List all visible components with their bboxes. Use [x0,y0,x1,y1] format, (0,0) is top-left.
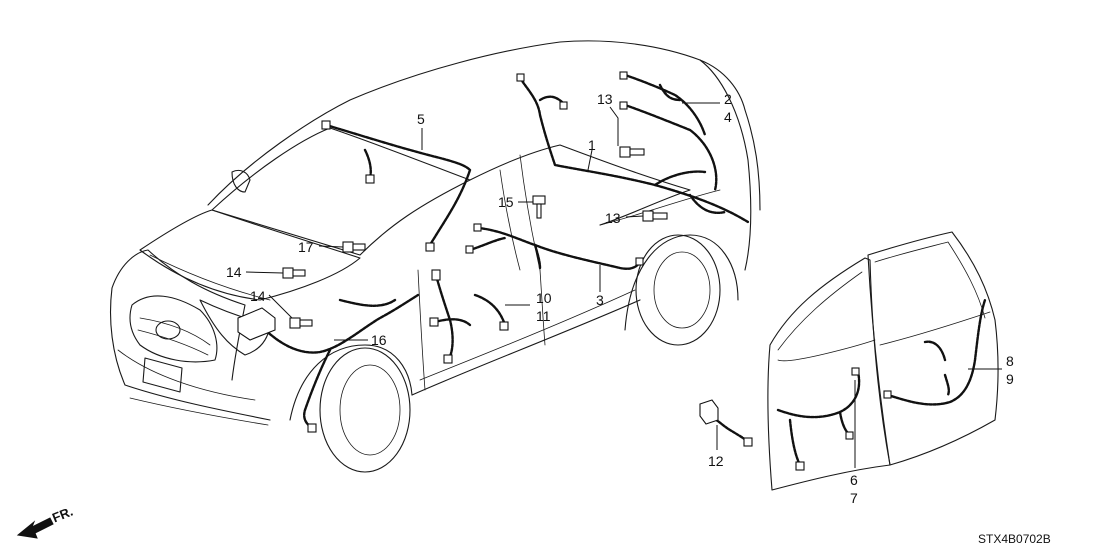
front-label: FR. [50,504,75,526]
callout-6: 6 [850,472,858,488]
diagram-code: STX4B0702B [978,532,1051,546]
callout-1: 1 [588,137,596,153]
bolt-13-lower [642,210,668,222]
callout-9: 9 [1006,371,1014,387]
leader-lines [245,102,1002,468]
harness-main-roof [518,76,750,224]
bolts [282,146,668,329]
callout-13-upper: 13 [597,91,613,107]
front-direction-indicator: FR. [16,504,75,539]
door-panels [767,231,999,491]
front-arrow-icon [16,517,54,539]
bolt-14-lower [289,317,313,329]
callout-10: 10 [536,290,552,306]
callout-14-upper: 14 [226,264,242,280]
harness-rear-door [886,298,987,406]
connectors [237,71,892,471]
callout-7: 7 [850,490,858,506]
callout-13-lower: 13 [605,210,621,226]
harness-roof-front [324,123,472,247]
callout-labels: 1 2 4 3 5 6 7 8 9 10 11 12 13 13 14 14 1… [226,91,1014,506]
callout-17: 17 [298,239,314,255]
harness-engine-room [258,293,420,430]
harness-dashboard [433,273,507,362]
harness-floor [468,226,642,270]
bolt-14-upper [282,267,306,279]
callout-15: 15 [498,194,514,210]
harness-front-door [776,370,861,467]
callout-11: 11 [536,308,551,324]
callout-14-lower: 14 [250,288,266,304]
callout-16: 16 [371,332,387,348]
bolt-17 [342,241,366,253]
harness-tailgate [623,73,718,192]
bolt-13-upper [619,146,645,158]
callout-2: 2 [724,91,732,107]
callout-5: 5 [417,111,425,127]
vehicle-body [109,40,761,473]
callout-4: 4 [724,109,732,125]
callout-12: 12 [708,453,724,469]
callout-3: 3 [596,292,604,308]
callout-8: 8 [1006,353,1014,369]
bolt-15 [532,195,546,219]
